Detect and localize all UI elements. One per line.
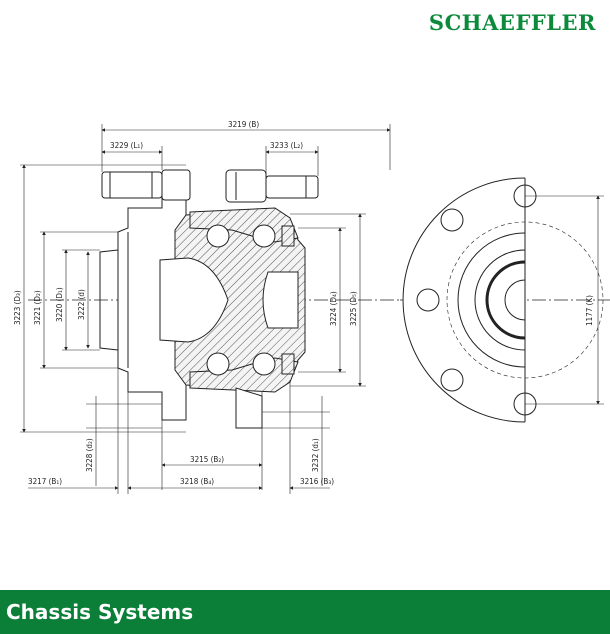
dim-D1-left: 3220 (D₁)	[55, 287, 64, 322]
dim-B1: 3217 (B₁)	[28, 477, 62, 486]
dim-D5: 3225 (D₅)	[349, 291, 358, 326]
dim-d2: 3228 (d₂)	[85, 438, 94, 472]
mounting-bolt-top	[225, 169, 319, 203]
dim-D2: 3221 (D₂)	[33, 290, 42, 325]
dim-L2: 3233 (L₂)	[270, 141, 303, 150]
dim-d: 3222 (d)	[77, 289, 86, 320]
dim-L1: 3229 (L₁)	[110, 141, 143, 150]
dimension-lines	[20, 124, 391, 494]
dim-d1: 3232 (d₁)	[311, 438, 320, 472]
dim-B3: 3216 (B₃)	[300, 477, 334, 486]
dim-B4: 3218 (B₄)	[180, 477, 214, 486]
dim-B2: 3215 (B₂)	[190, 455, 224, 464]
wheel-stud-left	[101, 169, 191, 201]
dim-K-lines	[525, 195, 604, 405]
brand-logo: SCHAEFFLER	[428, 10, 596, 35]
dimension-labels: 3219 (B) 3229 (L₁) 3233 (L₂) 3223 (D₃) 3…	[13, 120, 594, 486]
dim-D4: 3224 (D₄)	[329, 291, 338, 326]
footer-title: Chassis Systems	[6, 600, 194, 624]
dim-K: 1177 (K)	[585, 295, 594, 326]
section-view	[28, 169, 400, 429]
dim-B: 3219 (B)	[228, 120, 259, 129]
technical-drawing: 3219 (B) 3229 (L₁) 3233 (L₂) 3223 (D₃) 3…	[13, 120, 610, 494]
front-view	[400, 177, 610, 423]
dim-D3: 3223 (D₃)	[13, 290, 22, 325]
footer-bar: Chassis Systems	[0, 590, 610, 634]
